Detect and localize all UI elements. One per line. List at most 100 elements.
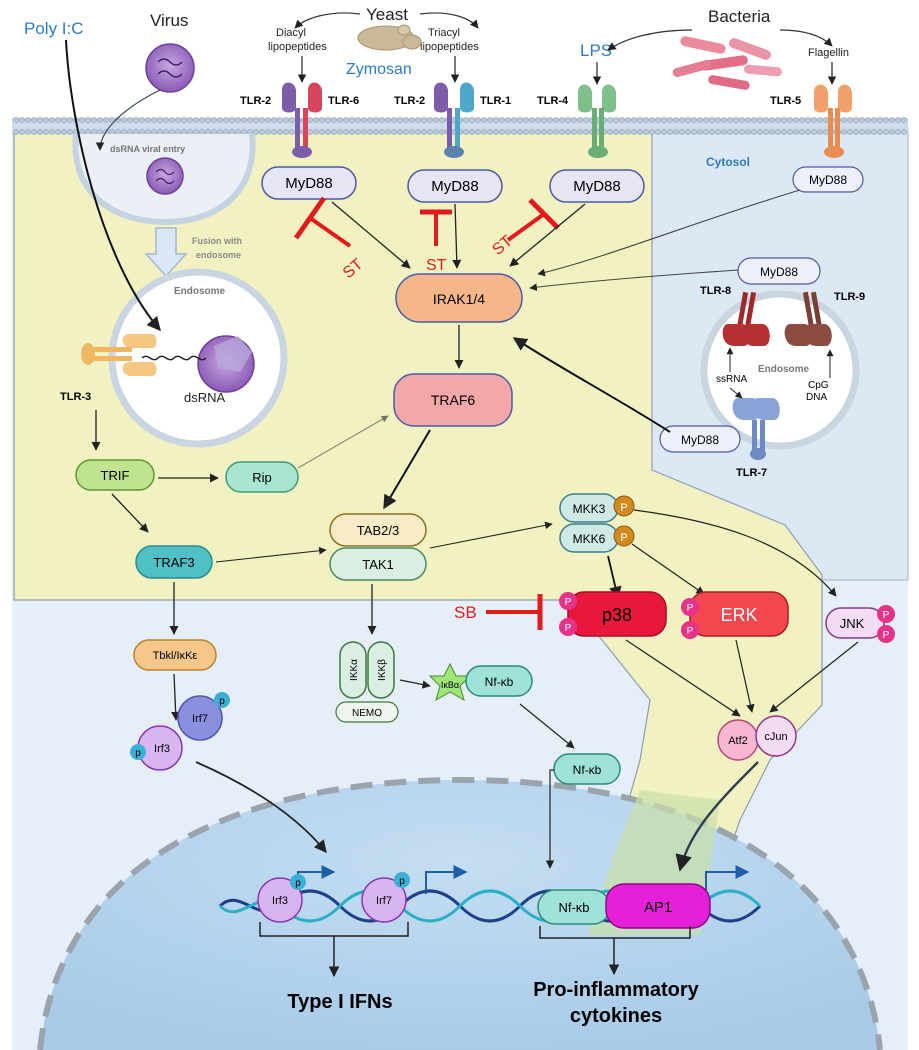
membrane-lipid-head (67, 117, 73, 123)
svg-text:MyD88: MyD88 (681, 433, 719, 447)
membrane-lipid-head (199, 129, 205, 135)
membrane-lipid-head (145, 129, 151, 135)
irf7-node: Irf7 p (177, 692, 230, 741)
membrane-lipid-head (265, 117, 271, 123)
membrane-lipid-head (433, 129, 439, 135)
membrane-lipid-head (805, 129, 811, 135)
membrane-lipid-head (55, 117, 61, 123)
membrane-lipid-head (727, 117, 733, 123)
membrane-lipid-head (235, 117, 241, 123)
membrane-lipid-head (895, 129, 901, 135)
membrane-lipid-head (157, 117, 163, 123)
membrane-lipid-head (385, 117, 391, 123)
membrane-lipid-head (751, 129, 757, 135)
membrane-lipid-head (163, 117, 169, 123)
virus-icon (145, 43, 195, 93)
membrane-lipid-head (475, 117, 481, 123)
membrane-lipid-head (511, 117, 517, 123)
myd88-box-1: MyD88 (261, 166, 357, 200)
cjun-node: cJun (755, 715, 797, 757)
rip-node: Rip (225, 461, 299, 493)
membrane-lipid-head (421, 129, 427, 135)
svg-text:MyD88: MyD88 (809, 173, 847, 187)
membrane-lipid-head (619, 117, 625, 123)
membrane-lipid-head (625, 117, 631, 123)
membrane-lipid-head (667, 129, 673, 135)
membrane-lipid-head (499, 117, 505, 123)
membrane-lipid-head (709, 129, 715, 135)
svg-text:IRAK1/4: IRAK1/4 (433, 291, 485, 307)
membrane-lipid-head (865, 117, 871, 123)
proinf-line2: cytokines (570, 1005, 662, 1027)
svg-text:NEMO: NEMO (352, 708, 382, 719)
membrane-lipid-head (175, 129, 181, 135)
tab23-node: TAB2/3 (329, 513, 427, 547)
tlr5-label: TLR-5 (770, 95, 801, 107)
myd88-box-2: MyD88 (407, 169, 503, 203)
ikkb-label: IKKβ (377, 659, 388, 681)
svg-text:MyD88: MyD88 (431, 178, 479, 195)
membrane-lipid-head (187, 129, 193, 135)
cpg-line2: DNA (806, 392, 827, 403)
membrane-lipid-head (91, 129, 97, 135)
svg-text:P: P (883, 630, 890, 641)
membrane-lipid-head (703, 129, 709, 135)
cpg-line1: CpG (808, 380, 829, 391)
membrane-lipid-head (505, 129, 511, 135)
membrane-lipid-head (811, 117, 817, 123)
tlr8-label: TLR-8 (700, 285, 731, 297)
trif-node: TRIF (75, 459, 155, 491)
svg-text:IκBα: IκBα (441, 680, 459, 690)
membrane-lipid-head (685, 117, 691, 123)
traf6-node: TRAF6 (393, 373, 513, 427)
svg-text:P: P (565, 623, 572, 634)
membrane-lipid-head (493, 129, 499, 135)
membrane-lipid-head (121, 117, 127, 123)
membrane-lipid-head (277, 117, 283, 123)
membrane-lipid-head (223, 129, 229, 135)
membrane-lipid-head (769, 117, 775, 123)
membrane-lipid-head (205, 129, 211, 135)
nfkb-node: Nf-κb (553, 753, 621, 785)
fusion-arrow-icon (144, 227, 188, 278)
irf7-dna-node: Irf7 p (361, 872, 410, 923)
membrane-lipid-head (895, 117, 901, 123)
svg-text:TRAF3: TRAF3 (153, 555, 194, 570)
svg-text:Atf2: Atf2 (728, 735, 748, 747)
p38-node: p38 P P (559, 591, 667, 637)
membrane-lipid-head (79, 129, 85, 135)
membrane-lipid-head (259, 129, 265, 135)
membrane-lipid-head (97, 117, 103, 123)
membrane-lipid-head (133, 129, 139, 135)
tlr4-label: TLR-4 (537, 95, 569, 107)
membrane-lipid-head (433, 117, 439, 123)
svg-text:P: P (687, 626, 694, 637)
membrane-lipid-head (253, 129, 259, 135)
membrane-lipid-head (817, 117, 823, 123)
svg-text:Irf3: Irf3 (272, 895, 288, 907)
svg-text:P: P (620, 502, 627, 514)
membrane-lipid-head (205, 117, 211, 123)
membrane-lipid-head (409, 129, 415, 135)
svg-text:MKK3: MKK3 (573, 502, 606, 516)
myd88-box-5: MyD88 (737, 257, 821, 285)
membrane-lipid-head (229, 117, 235, 123)
membrane-lipid-head (607, 117, 613, 123)
irf3-dna-node: Irf3 p (257, 874, 306, 923)
membrane-lipid-head (859, 117, 865, 123)
membrane-lipid-head (823, 117, 829, 123)
membrane-lipid-head (307, 129, 313, 135)
membrane-lipid-head (61, 129, 67, 135)
membrane-lipid-head (361, 117, 367, 123)
membrane-lipid-head (289, 117, 295, 123)
tak1-node: TAK1 (329, 547, 427, 581)
tlr2a-label: TLR-2 (240, 95, 271, 107)
membrane-lipid-head (787, 117, 793, 123)
membrane-lipid-head (655, 117, 661, 123)
membrane-lipid-head (217, 117, 223, 123)
membrane-lipid-head (163, 129, 169, 135)
membrane-lipid-head (739, 117, 745, 123)
membrane-lipid-head (241, 129, 247, 135)
flagellin-label: Flagellin (808, 47, 849, 59)
